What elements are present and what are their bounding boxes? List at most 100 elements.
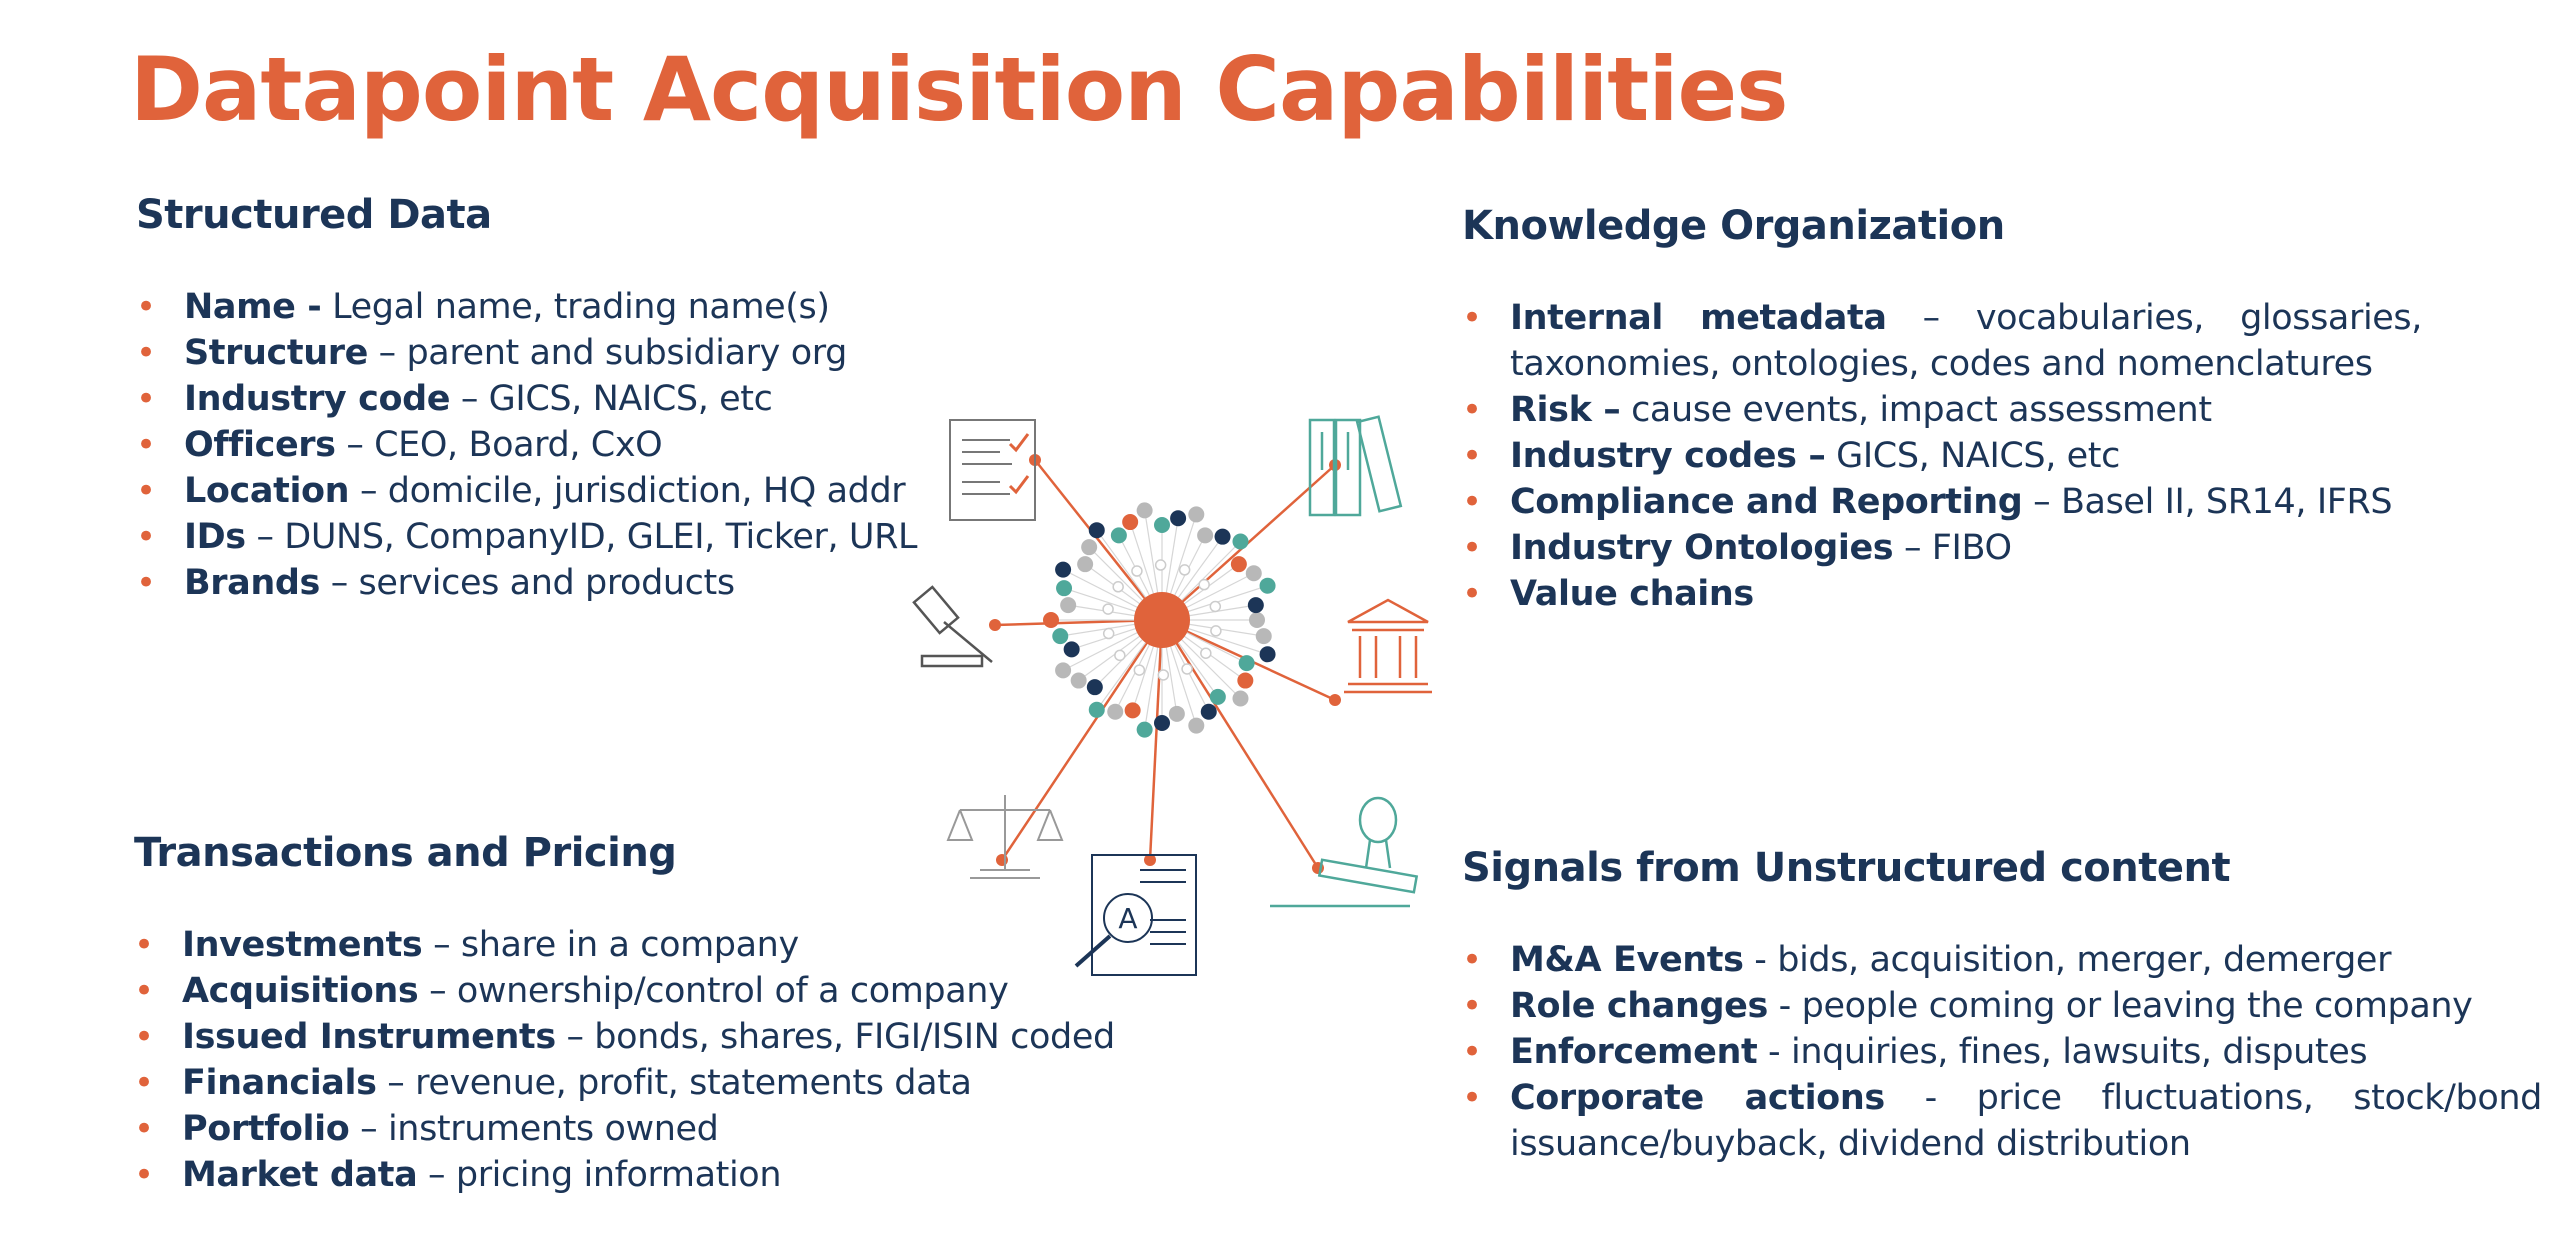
ring-dot [1052,628,1069,645]
ring-dot [1154,715,1170,731]
inner-node [1154,559,1167,571]
inner-node [1102,627,1115,640]
ring-dot [1188,506,1205,523]
section-heading: Knowledge Organization [1462,203,2005,249]
scales-icon [946,795,1064,879]
inner-node [1114,649,1126,662]
inner-node [1210,625,1222,637]
bullet-list: Name - Legal name, trading name(s) Struc… [136,284,956,606]
ring-dot [1088,701,1105,718]
list-item: Internal metadata – vocabularies, glossa… [1462,295,2422,387]
list-item: Officers – CEO, Board, CxO [136,422,956,468]
inner-node [1198,578,1210,591]
ring-dot [1154,517,1170,533]
ring-dot [1247,597,1264,614]
gavel-icon [912,585,993,668]
connector-node [989,619,1001,631]
ring-dot [1136,502,1153,519]
list-item: Risk – cause events, impact assessment [1462,387,2422,433]
ring-dot [1070,672,1087,689]
ring-dot [1063,641,1080,658]
bullet-list: M&A Events - bids, acquisition, merger, … [1462,937,2542,1167]
ring-dot [1245,565,1262,582]
inner-node [1181,663,1193,675]
ring-dot [1232,533,1249,550]
bullet-list: Internal metadata – vocabularies, glossa… [1462,295,2422,617]
list-item: Structure – parent and subsidiary org [136,330,956,376]
section-heading: Transactions and Pricing [134,830,677,876]
ring-dot [1060,597,1077,614]
ring-dot [1086,679,1103,696]
binders-icon [1308,415,1403,517]
ring-dot [1249,612,1265,628]
list-item: Compliance and Reporting – Basel II, SR1… [1462,479,2422,525]
ring-dot [1055,561,1072,578]
list-item: Industry codes – GICS, NAICS, etc [1462,433,2422,479]
ring-dot [1055,662,1072,679]
list-item: Value chains [1462,571,2422,617]
list-item: Portfolio – instruments owned [134,1106,1094,1152]
connector-line [1161,464,1336,621]
ring-dot [1209,688,1226,705]
ring-dot [1170,510,1187,527]
transactions-pricing-section: Transactions and Pricing Investments – s… [134,830,1115,1198]
inner-node [1102,603,1114,615]
list-item: M&A Events - bids, acquisition, merger, … [1462,937,2542,983]
ring-dot [1214,528,1231,545]
ring-dot [1230,556,1247,573]
bullet-list: Investments – share in a company Acquisi… [134,922,1115,1198]
list-item: IDs – DUNS, CompanyID, GLEI, Ticker, URL [136,514,956,560]
ring-dot [1259,646,1276,663]
list-item: Location – domicile, jurisdiction, HQ ad… [136,468,956,514]
ring-dot [1197,527,1214,544]
section-heading: Signals from Unstructured content [1462,845,2231,891]
network-hub [1134,592,1190,648]
section-heading: Structured Data [136,192,492,238]
network-dots [989,454,1341,874]
ring-dot [1238,655,1255,672]
connector-line [1000,619,1164,861]
inner-node [1209,600,1222,613]
ring-dot [1200,703,1217,720]
ring-dot [1136,721,1153,738]
list-item: Industry Ontologies – FIBO [1462,525,2422,571]
list-item: Investments – share in a company [134,922,1094,968]
ring-dot [1088,522,1105,539]
list-item: Brands – services and products [136,560,956,606]
data-network-illustration: A [912,415,1432,976]
ring-dot [1081,539,1098,556]
list-item: Role changes - people coming or leaving … [1462,983,2542,1029]
knowledge-organization-section: Knowledge Organization Internal metadata… [1462,203,2422,617]
list-item: Name - Legal name, trading name(s) [136,284,956,330]
svg-text:A: A [1118,902,1137,935]
connector-node [1144,854,1156,866]
ring-dot [1043,612,1059,628]
inner-node [1133,664,1146,676]
ring-dot [1124,702,1141,719]
list-item: Financials – revenue, profit, statements… [134,1060,1094,1106]
ring-dot [1255,628,1272,645]
ring-dot [1232,690,1249,707]
connector-line [1034,459,1163,621]
bank-building-icon [1344,598,1432,694]
ring-dot [1056,580,1073,597]
inner-node [1200,647,1212,659]
page-title: Datapoint Acquisition Capabilities [130,38,1789,141]
unstructured-signals-section: Signals from Unstructured content M&A Ev… [1462,845,2542,1167]
ring-dot [1168,705,1185,722]
inner-node [1157,669,1170,681]
connector-node [996,854,1008,866]
ring-dot [1237,672,1254,689]
structured-data-section: Structured Data Name - Legal name, tradi… [136,192,956,606]
list-item: Issued Instruments – bonds, shares, FIGI… [134,1014,1115,1060]
ring-dot [1107,703,1124,720]
inner-node [1178,564,1191,576]
connector-node [1329,694,1341,706]
ring-dot [1110,527,1127,544]
ring-dot [1077,556,1094,573]
inner-node [1131,565,1143,577]
list-item: Corporate actions - price fluctuations, … [1462,1075,2542,1167]
list-item: Acquisitions – ownership/control of a co… [134,968,1094,1014]
inner-node [1112,581,1124,593]
ring-dot [1122,514,1139,531]
